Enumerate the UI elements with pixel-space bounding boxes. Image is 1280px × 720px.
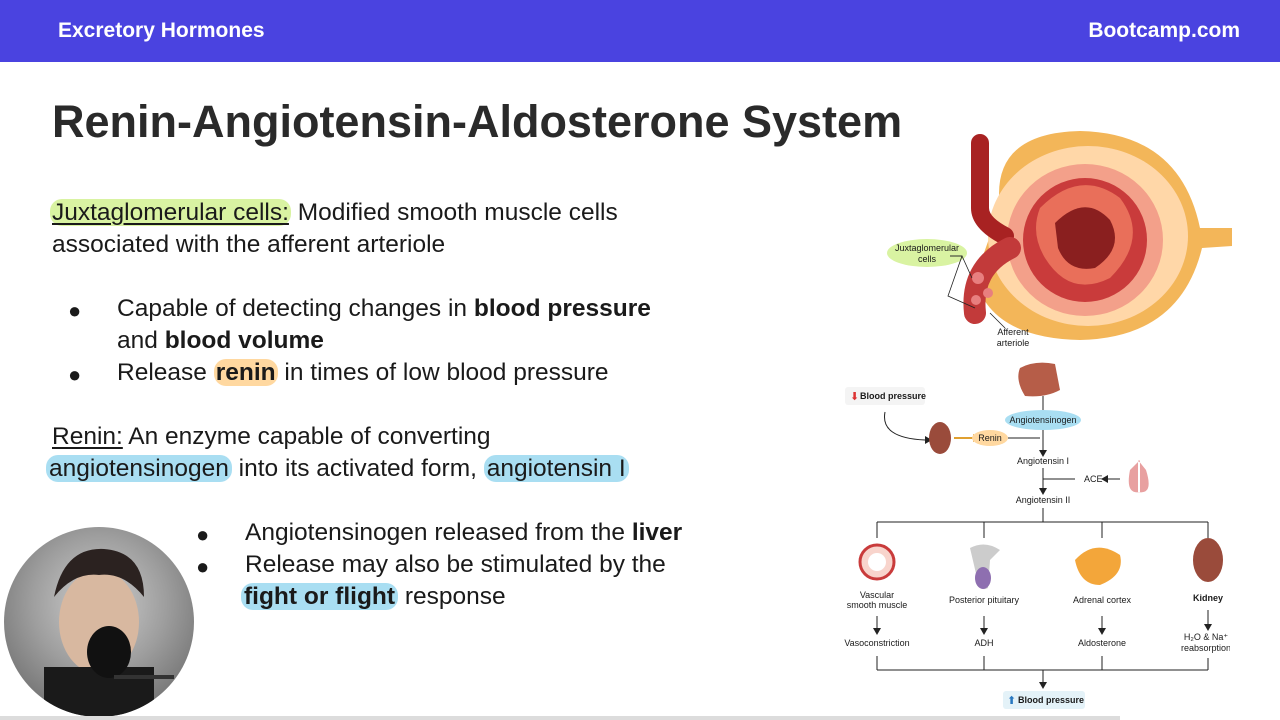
renin-bullet-2-line1: Release may also be stimulated by the xyxy=(245,551,666,578)
afferent-label-2: arteriole xyxy=(997,338,1030,348)
arrow-down-icon: ⬇ xyxy=(850,391,859,403)
renin-bullet-1: Angiotensinogen released from the liver xyxy=(245,519,683,546)
renin-definition-line2: angiotensinogen into its activated form,… xyxy=(46,453,629,485)
top-bar: Excretory Hormones Bootcamp.com xyxy=(0,0,1280,62)
renin-term: Renin: xyxy=(52,423,123,450)
target-organ-vascular: Vascular xyxy=(860,590,894,600)
arrow-up-icon: ⬆ xyxy=(1007,695,1016,707)
target-organ-vascular-2: smooth muscle xyxy=(847,600,908,610)
effect-vasoconstriction: Vasoconstriction xyxy=(844,638,909,648)
angiotensin-i-label: Angiotensin I xyxy=(1017,456,1069,466)
renin-definition-line1: Renin: An enzyme capable of converting xyxy=(52,423,491,450)
nephron-illustration: Juxtaglomerular cells Afferent arteriole xyxy=(887,131,1232,348)
lecture-topic: Excretory Hormones xyxy=(58,19,265,42)
jg-definition-line2: associated with the afferent arteriole xyxy=(52,231,446,258)
adrenal-icon xyxy=(1075,547,1121,585)
jg-cells-label: Juxtaglomerular xyxy=(895,243,959,253)
jg-cells-label-2: cells xyxy=(918,254,937,264)
kidney-target-icon xyxy=(1193,538,1223,582)
effect-reabsorption-1: H₂O & Na⁺ xyxy=(1184,632,1229,642)
jg-bullet-1-line1: Capable of detecting changes in blood pr… xyxy=(117,295,651,322)
bullet-dot: ● xyxy=(196,554,210,579)
effect-aldosterone: Aldosterone xyxy=(1078,638,1126,648)
jg-bullet-2: Release renin in times of low blood pres… xyxy=(117,359,609,386)
liver-icon xyxy=(1018,362,1060,397)
jg-bullet-1-line2: and blood volume xyxy=(117,327,324,354)
bp-up-label: Blood pressure xyxy=(1018,695,1084,705)
afferent-label-1: Afferent xyxy=(997,327,1029,337)
jg-definition-line1: Juxtaglomerular cells: Modified smooth m… xyxy=(50,199,618,226)
jg-term: Juxtaglomerular cells: xyxy=(52,199,289,226)
renin-bullet-2-line2: fight or flight response xyxy=(241,581,506,613)
bullet-dot: ● xyxy=(68,298,82,323)
kidney-icon xyxy=(929,422,951,454)
ace-label: ACE xyxy=(1084,474,1103,484)
bullet-dot: ● xyxy=(196,522,210,547)
renin-label: Renin xyxy=(978,433,1002,443)
raas-flowchart: ⬇ Blood pressure Angiotensinogen Renin A… xyxy=(844,362,1230,709)
effect-reabsorption-2: reabsorption xyxy=(1181,643,1230,653)
target-organ-pituitary: Posterior pituitary xyxy=(949,595,1020,605)
angiotensin-ii-label: Angiotensin II xyxy=(1016,495,1071,505)
target-organ-adrenal: Adrenal cortex xyxy=(1073,595,1132,605)
bp-down-label: Blood pressure xyxy=(860,391,926,401)
angiotensinogen-label: Angiotensinogen xyxy=(1009,415,1076,425)
effect-adh: ADH xyxy=(974,638,993,648)
presenter-webcam xyxy=(4,527,194,717)
bullet-dot: ● xyxy=(68,362,82,387)
target-organ-kidney: Kidney xyxy=(1193,593,1223,603)
progress-bar xyxy=(0,716,1120,720)
lungs-icon xyxy=(1128,460,1149,493)
slide-title: Renin-Angiotensin-Aldosterone System xyxy=(52,96,903,147)
brand-name: Bootcamp.com xyxy=(1088,19,1240,42)
